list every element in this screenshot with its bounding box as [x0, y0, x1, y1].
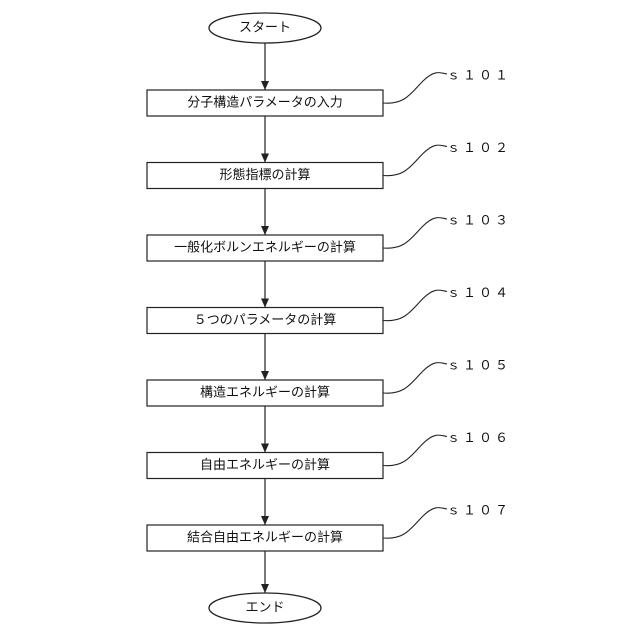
step-label-7: ｓ１０７ [447, 504, 511, 519]
step-label-5: ｓ１０５ [447, 359, 511, 374]
leader-line-6 [383, 435, 447, 466]
process-text-6: 自由エネルギーの計算 [200, 457, 330, 473]
step-label-2: ｓ１０２ [447, 141, 511, 156]
end-text: エンド [245, 601, 284, 616]
leader-line-1 [383, 73, 447, 104]
process-text-5: 構造エネルギーの計算 [200, 385, 330, 401]
process-text-7: 結合自由エネルギーの計算 [187, 530, 343, 546]
leader-line-5 [383, 363, 447, 394]
leader-line-2 [383, 145, 447, 176]
step-label-3: ｓ１０３ [447, 214, 511, 229]
leader-line-3 [383, 218, 447, 249]
step-label-1: ｓ１０１ [447, 69, 511, 84]
process-steps: 分子構造パラメータの入力 ｓ１０１ 形態指標の計算 ｓ１０２ 一般化ボルンエネルギーの計… [147, 69, 511, 552]
leader-line-4 [383, 290, 447, 321]
process-text-1: 分子構造パラメータの入力 [187, 96, 343, 111]
process-text-2: 形態指標の計算 [219, 167, 310, 183]
step-label-4: ｓ１０４ [447, 286, 511, 301]
process-text-4: ５つのパラメータの計算 [194, 312, 337, 328]
process-text-3: 一般化ボルンエネルギーの計算 [174, 240, 356, 256]
leader-line-7 [383, 508, 447, 539]
start-text: スタート [239, 21, 291, 36]
step-label-6: ｓ１０６ [447, 431, 511, 446]
